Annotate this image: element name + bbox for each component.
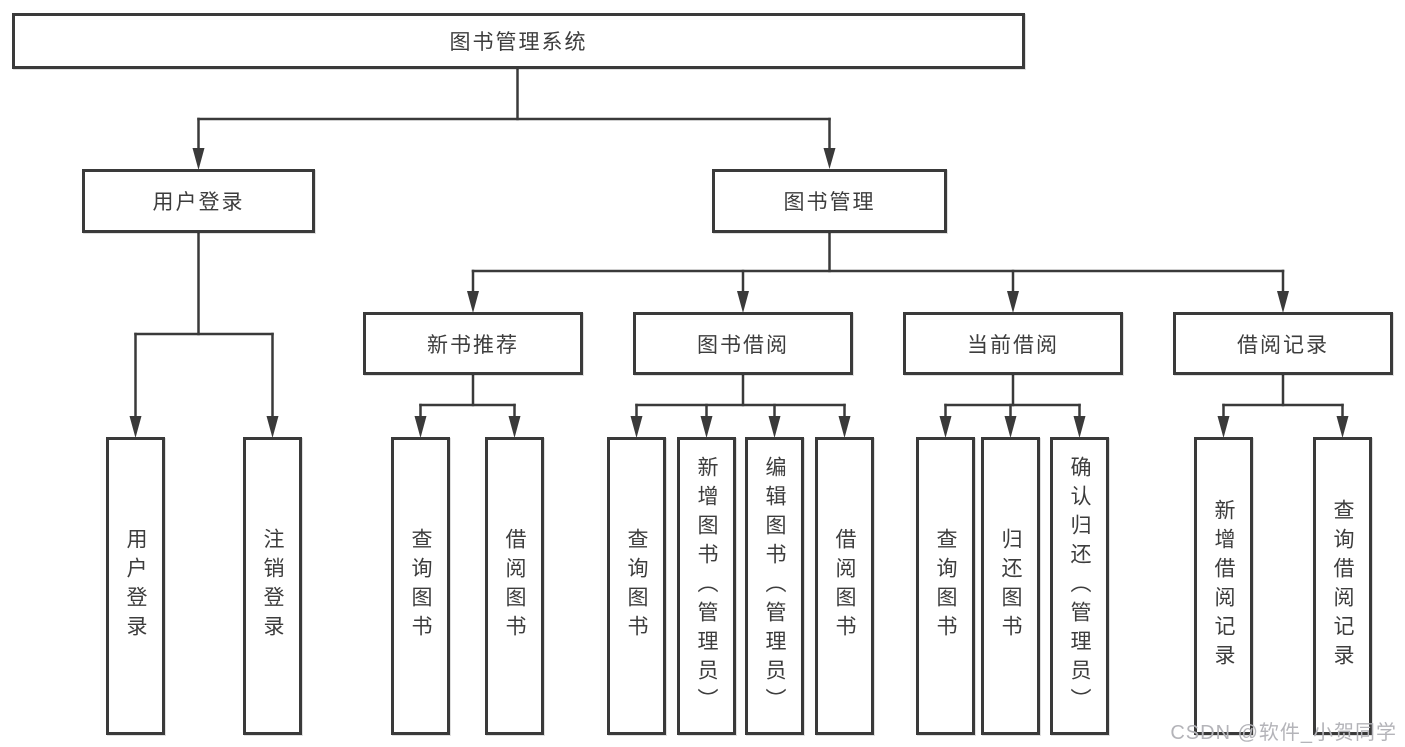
arrowhead-icon [414, 416, 427, 438]
leaf-query-books-recommend-label: 查询图书 [409, 528, 432, 644]
leaf-return-books-label: 归还图书 [999, 528, 1022, 644]
arrowhead-icon [700, 416, 713, 438]
arrowhead-icon [266, 416, 279, 438]
leaf-query-books-current: 查询图书 [916, 437, 975, 735]
node-borrowing-records-label: 借阅记录 [1237, 333, 1329, 357]
leaf-query-books-recommend: 查询图书 [391, 437, 450, 735]
node-library-system: 图书管理系统 [12, 13, 1025, 69]
leaf-confirm-return-admin-label: 确认归还（管理员） [1068, 455, 1091, 717]
leaf-borrow-books: 借阅图书 [815, 437, 874, 735]
arrowhead-icon [1007, 291, 1019, 313]
leaf-query-books-borrowing-label: 查询图书 [625, 528, 648, 644]
leaf-add-books-admin-label: 新增图书（管理员） [695, 455, 718, 717]
node-current-borrowing-label: 当前借阅 [967, 333, 1059, 357]
arrowhead-icon [768, 416, 781, 438]
leaf-borrow-books-recommend: 借阅图书 [485, 437, 544, 735]
arrowhead-icon [1073, 416, 1086, 438]
leaf-user-login-label: 用户登录 [124, 528, 147, 644]
arrowhead-icon [1004, 416, 1017, 438]
leaf-return-books: 归还图书 [981, 437, 1040, 735]
node-library-system-label: 图书管理系统 [449, 31, 588, 54]
arrowhead-icon [1277, 291, 1289, 313]
arrowhead-icon [467, 291, 479, 313]
leaf-add-borrow-record-label: 新增借阅记录 [1212, 499, 1235, 673]
arrowhead-icon [1336, 416, 1349, 438]
leaf-borrow-books-recommend-label: 借阅图书 [503, 528, 526, 644]
leaf-query-borrow-record: 查询借阅记录 [1313, 437, 1372, 735]
leaf-borrow-books-label: 借阅图书 [833, 528, 856, 644]
leaf-logout-label: 注销登录 [261, 528, 284, 644]
arrowhead-icon [508, 416, 521, 438]
node-new-book-recommendation: 新书推荐 [363, 312, 583, 375]
arrowhead-icon [939, 416, 952, 438]
leaf-edit-books-admin-label: 编辑图书（管理员） [763, 455, 786, 717]
watermark: CSDN @软件_小贺同学 [1170, 722, 1397, 744]
arrowhead-icon [737, 291, 749, 313]
leaf-edit-books-admin: 编辑图书（管理员） [745, 437, 804, 735]
node-user-login-label: 用户登录 [152, 191, 245, 214]
arrowhead-icon [129, 416, 142, 438]
node-new-book-recommendation-label: 新书推荐 [427, 333, 519, 357]
node-book-borrowing: 图书借阅 [633, 312, 853, 375]
leaf-add-borrow-record: 新增借阅记录 [1194, 437, 1253, 735]
leaf-user-login: 用户登录 [106, 437, 165, 735]
node-book-borrowing-label: 图书借阅 [697, 333, 789, 357]
leaf-query-borrow-record-label: 查询借阅记录 [1331, 499, 1354, 673]
node-user-login: 用户登录 [82, 169, 315, 233]
leaf-add-books-admin: 新增图书（管理员） [677, 437, 736, 735]
leaf-query-books-current-label: 查询图书 [934, 528, 957, 644]
arrowhead-icon [192, 148, 205, 170]
node-borrowing-records: 借阅记录 [1173, 312, 1393, 375]
arrowhead-icon [630, 416, 643, 438]
node-current-borrowing: 当前借阅 [903, 312, 1123, 375]
arrowhead-icon [1217, 416, 1230, 438]
node-book-management-label: 图书管理 [783, 191, 876, 214]
node-book-management: 图书管理 [712, 169, 947, 233]
leaf-query-books-borrowing: 查询图书 [607, 437, 666, 735]
leaf-logout: 注销登录 [243, 437, 302, 735]
arrowhead-icon [823, 148, 836, 169]
leaf-confirm-return-admin: 确认归还（管理员） [1050, 437, 1109, 735]
arrowhead-icon [838, 416, 851, 438]
